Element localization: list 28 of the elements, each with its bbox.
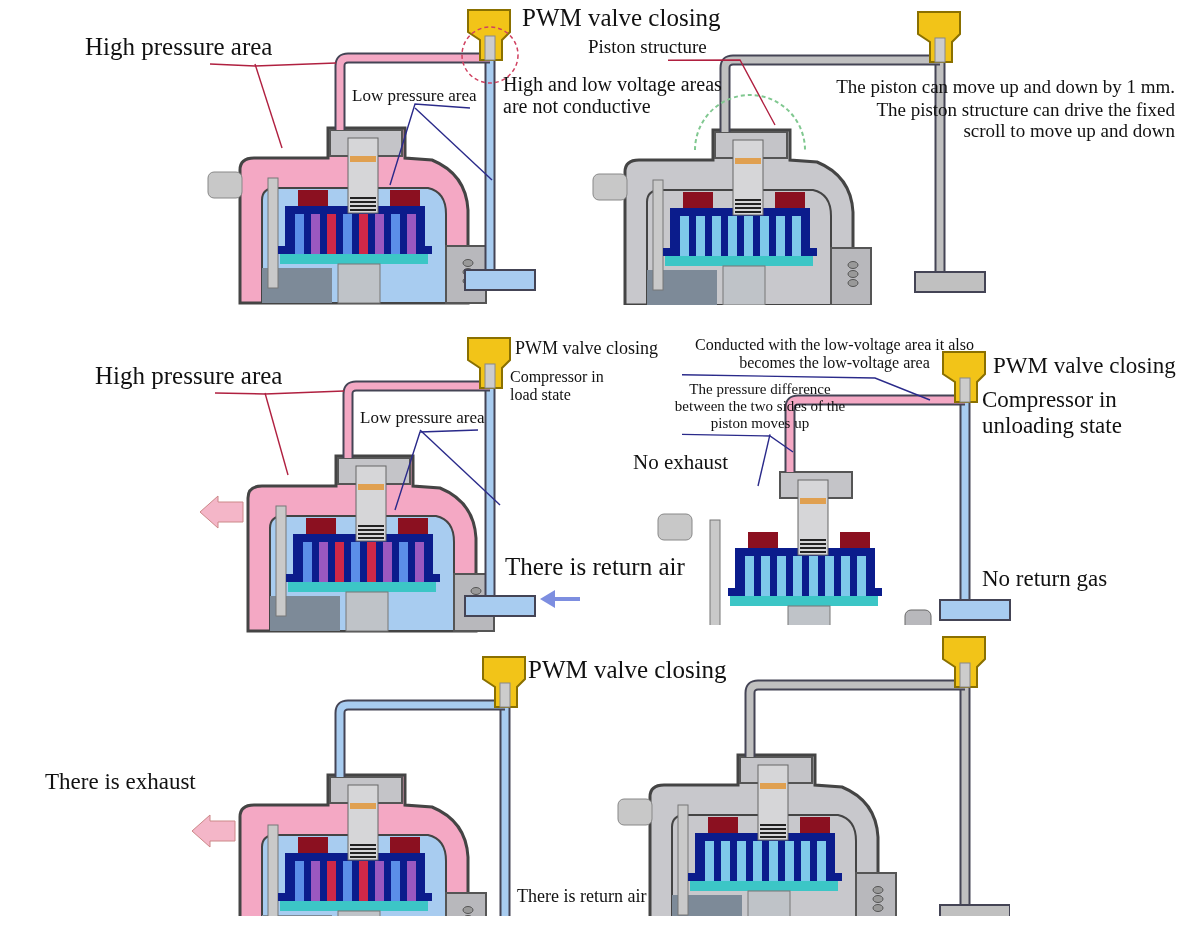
leader-line bbox=[389, 103, 471, 186]
annotation-text: PWM valve closing bbox=[528, 656, 727, 684]
leader-line bbox=[681, 433, 794, 453]
annotation-text: There is return air bbox=[517, 886, 647, 907]
leader-line bbox=[757, 433, 771, 487]
annotation-text: No return gas bbox=[982, 566, 1108, 592]
annotation-text: PWM valve closing bbox=[515, 338, 658, 359]
callout-label: High pressure area bbox=[85, 33, 273, 61]
leader-line bbox=[419, 429, 501, 506]
annotation-text: Compressor in load state bbox=[510, 368, 605, 404]
leader-line bbox=[254, 63, 283, 149]
leader-line bbox=[681, 374, 931, 401]
leader-line bbox=[667, 59, 776, 126]
leader-line bbox=[264, 392, 289, 476]
leader-line bbox=[214, 390, 345, 395]
annotation-text: There is exhaust bbox=[45, 769, 196, 795]
leader-line bbox=[394, 429, 479, 511]
annotation-text: PWM valve closing bbox=[522, 4, 721, 32]
callout-label: Low pressure area bbox=[360, 408, 485, 428]
annotation-text: No exhaust bbox=[633, 451, 729, 475]
annotation-text: There is return air bbox=[505, 553, 685, 581]
annotation-text: Compressor in unloading state bbox=[982, 387, 1123, 439]
leader-line bbox=[209, 62, 337, 67]
callout-label: Piston structure bbox=[588, 36, 707, 58]
callout-label: Low pressure area bbox=[352, 86, 477, 106]
callout-label: High pressure area bbox=[95, 362, 283, 390]
leader-line bbox=[414, 107, 493, 181]
annotation-text: PWM valve closing bbox=[993, 353, 1176, 379]
